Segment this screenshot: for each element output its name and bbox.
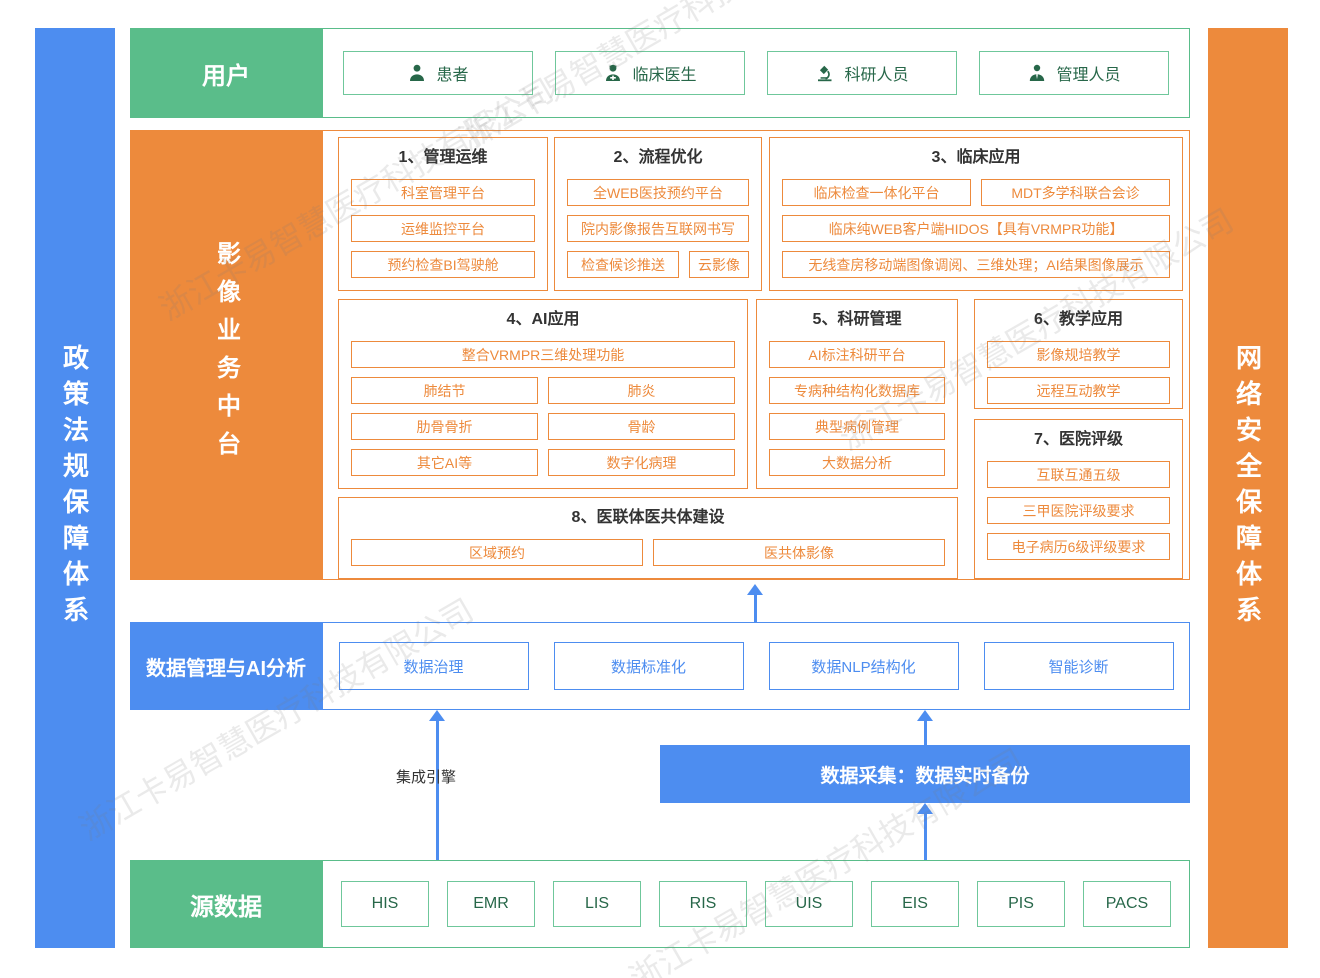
section-title: 6、教学应用 <box>1034 311 1123 328</box>
platform-item: 互联互通五级 <box>987 461 1170 488</box>
users-row: 患者 临床医生 科研人员 管理人员 <box>322 28 1190 118</box>
integration-engine-arrow <box>428 710 446 860</box>
platform-item: 区域预约 <box>351 539 643 566</box>
arrow-up-to-platform <box>746 584 764 626</box>
platform-item: 整合VRMPR三维处理功能 <box>351 341 735 368</box>
platform-item: 临床纯WEB客户端HIDOS【具有VRMPR功能】 <box>782 215 1170 242</box>
platform-item: 三甲医院评级要求 <box>987 497 1170 524</box>
doctor-icon <box>606 64 621 81</box>
data-mgmt-row: 数据治理 数据标准化 数据NLP结构化 智能诊断 <box>322 622 1190 710</box>
user-item-label: 临床医生 <box>632 67 697 84</box>
platform-item: 无线查房移动端图像调阅、三维处理；AI结果图像展示 <box>782 251 1170 278</box>
platform-item: 骨龄 <box>548 413 735 440</box>
data-mgmt-item: 智能诊断 <box>983 642 1174 690</box>
arrow-head <box>429 710 445 721</box>
data-mgmt-item: 数据标准化 <box>553 642 744 690</box>
data-collection-bar: 数据采集：数据实时备份 <box>660 745 1190 803</box>
platform-item: 肺炎 <box>548 377 735 404</box>
platform-item: 典型病例管理 <box>769 413 945 440</box>
section-hospital-rating: 7、医院评级 互联互通五级 三甲医院评级要求 电子病历6级评级要求 <box>974 419 1183 579</box>
source-row: HIS EMR LIS RIS UIS EIS PIS PACS <box>322 860 1190 948</box>
platform-row-label: 影像业务中台 <box>130 130 322 580</box>
source-item-pacs: PACS <box>1083 881 1171 927</box>
section-consortium-construction: 8、医联体医共体建设 区域预约 医共体影像 <box>338 497 958 579</box>
arrow-shaft <box>923 812 927 860</box>
source-row-label: 源数据 <box>130 860 322 948</box>
section-title: 5、科研管理 <box>812 311 902 328</box>
platform-item: 专病种结构化数据库 <box>769 377 945 404</box>
platform-item: 检查候诊推送 <box>567 251 680 278</box>
section-title: 3、临床应用 <box>931 149 1021 166</box>
platform-item: 大数据分析 <box>769 449 945 476</box>
microscope-icon <box>818 65 832 82</box>
section-title: 8、医联体医共体建设 <box>571 509 725 526</box>
section-management-ops: 1、管理运维 科室管理平台 运维监控平台 预约检查BI驾驶舱 <box>338 137 548 291</box>
arrow-collection-to-datamgmt <box>916 710 934 746</box>
source-item-lis: LIS <box>553 881 641 927</box>
user-item-clinician: 临床医生 <box>555 51 745 95</box>
data-mgmt-item: 数据NLP结构化 <box>768 642 959 690</box>
network-security-sidebar: 网络安全保障体系 <box>1208 28 1288 948</box>
section-title: 4、AI应用 <box>506 311 580 328</box>
integration-engine-label: 集成引擎 <box>396 769 457 786</box>
section-title: 2、流程优化 <box>613 149 703 166</box>
platform-item: 远程互动教学 <box>987 377 1170 404</box>
platform-item: 电子病历6级评级要求 <box>987 533 1170 560</box>
arrow-head <box>917 710 933 721</box>
source-item-pis: PIS <box>977 881 1065 927</box>
platform-item: 临床检查一体化平台 <box>782 179 971 206</box>
platform-item: 云影像 <box>689 251 749 278</box>
platform-item: 肺结节 <box>351 377 538 404</box>
users-row-label: 用户 <box>130 28 322 118</box>
user-item-patient: 患者 <box>343 51 533 95</box>
section-ai-apps: 4、AI应用 整合VRMPR三维处理功能 肺结节 肺炎 肋骨骨折 骨龄 其它AI… <box>338 299 748 489</box>
arrow-source-to-collection <box>916 803 934 860</box>
platform-box: 1、管理运维 科室管理平台 运维监控平台 预约检查BI驾驶舱 2、流程优化 全W… <box>322 130 1190 580</box>
user-item-label: 患者 <box>436 67 469 84</box>
platform-item: 医共体影像 <box>653 539 945 566</box>
data-mgmt-item: 数据治理 <box>338 642 529 690</box>
patient-icon <box>410 64 425 81</box>
section-title: 1、管理运维 <box>398 149 488 166</box>
source-item-uis: UIS <box>765 881 853 927</box>
source-item-eis: EIS <box>871 881 959 927</box>
user-item-admin: 管理人员 <box>979 51 1169 95</box>
platform-item: MDT多学科联合会诊 <box>981 179 1170 206</box>
policy-regulation-sidebar: 政策法规保障体系 <box>35 28 115 948</box>
arrow-shaft <box>435 719 439 860</box>
source-item-ris: RIS <box>659 881 747 927</box>
platform-item: 预约检查BI驾驶舱 <box>351 251 535 278</box>
platform-item: 院内影像报告互联网书写 <box>567 215 749 242</box>
platform-item: AI标注科研平台 <box>769 341 945 368</box>
platform-label-text: 影像业务中台 <box>212 241 240 469</box>
platform-item: 数字化病理 <box>548 449 735 476</box>
section-clinical-apps: 3、临床应用 临床检查一体化平台 MDT多学科联合会诊 临床纯WEB客户端HID… <box>769 137 1183 291</box>
section-teaching-apps: 6、教学应用 影像规培教学 远程互动教学 <box>974 299 1183 409</box>
arrow-shaft <box>753 593 757 626</box>
source-item-emr: EMR <box>447 881 535 927</box>
user-item-researcher: 科研人员 <box>767 51 957 95</box>
platform-item: 全WEB医技预约平台 <box>567 179 749 206</box>
platform-item: 运维监控平台 <box>351 215 535 242</box>
section-process-optimization: 2、流程优化 全WEB医技预约平台 院内影像报告互联网书写 检查候诊推送 云影像 <box>554 137 762 291</box>
data-mgmt-row-label: 数据管理与AI分析 <box>130 622 322 710</box>
platform-item: 影像规培教学 <box>987 341 1170 368</box>
arrow-shaft <box>923 719 927 746</box>
platform-item: 科室管理平台 <box>351 179 535 206</box>
network-security-label: 网络安全保障体系 <box>1232 344 1263 632</box>
user-item-label: 管理人员 <box>1056 67 1121 84</box>
policy-regulation-label: 政策法规保障体系 <box>59 344 90 632</box>
arrow-head <box>917 803 933 814</box>
arrow-head <box>747 584 763 595</box>
platform-item: 肋骨骨折 <box>351 413 538 440</box>
user-item-label: 科研人员 <box>844 67 909 84</box>
source-item-his: HIS <box>341 881 429 927</box>
section-title: 7、医院评级 <box>1034 431 1123 448</box>
platform-item: 其它AI等 <box>351 449 538 476</box>
section-research-mgmt: 5、科研管理 AI标注科研平台 专病种结构化数据库 典型病例管理 大数据分析 <box>756 299 958 489</box>
admin-icon <box>1030 64 1045 81</box>
